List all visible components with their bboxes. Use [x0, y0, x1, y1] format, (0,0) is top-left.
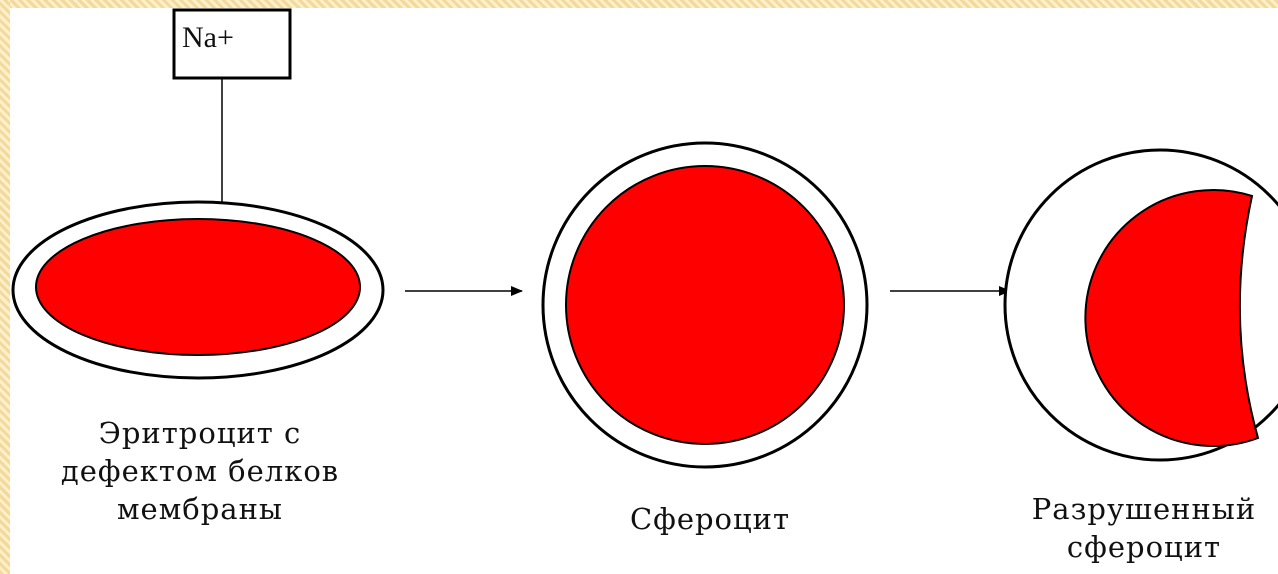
caption-line: Эритроцит с: [20, 414, 380, 452]
cell-spherocyte: [543, 143, 867, 467]
cell-destroyed-spherocyte: [1005, 150, 1278, 460]
caption-line: сфероцит: [1010, 528, 1278, 566]
caption-line: дефектом белков: [20, 452, 380, 490]
caption-line: Разрушенный: [1010, 490, 1278, 528]
caption-spherocyte: Сфероцит: [560, 500, 860, 538]
caption-elliptocyte: Эритроцит с дефектом белков мембраны: [20, 414, 380, 528]
ion-label: Na+: [178, 18, 288, 58]
caption-line: мембраны: [20, 490, 380, 528]
caption-line: Сфероцит: [560, 500, 860, 538]
cell-elliptocyte: [13, 202, 383, 378]
caption-destroyed-spherocyte: Разрушенный сфероцит: [1010, 490, 1278, 566]
